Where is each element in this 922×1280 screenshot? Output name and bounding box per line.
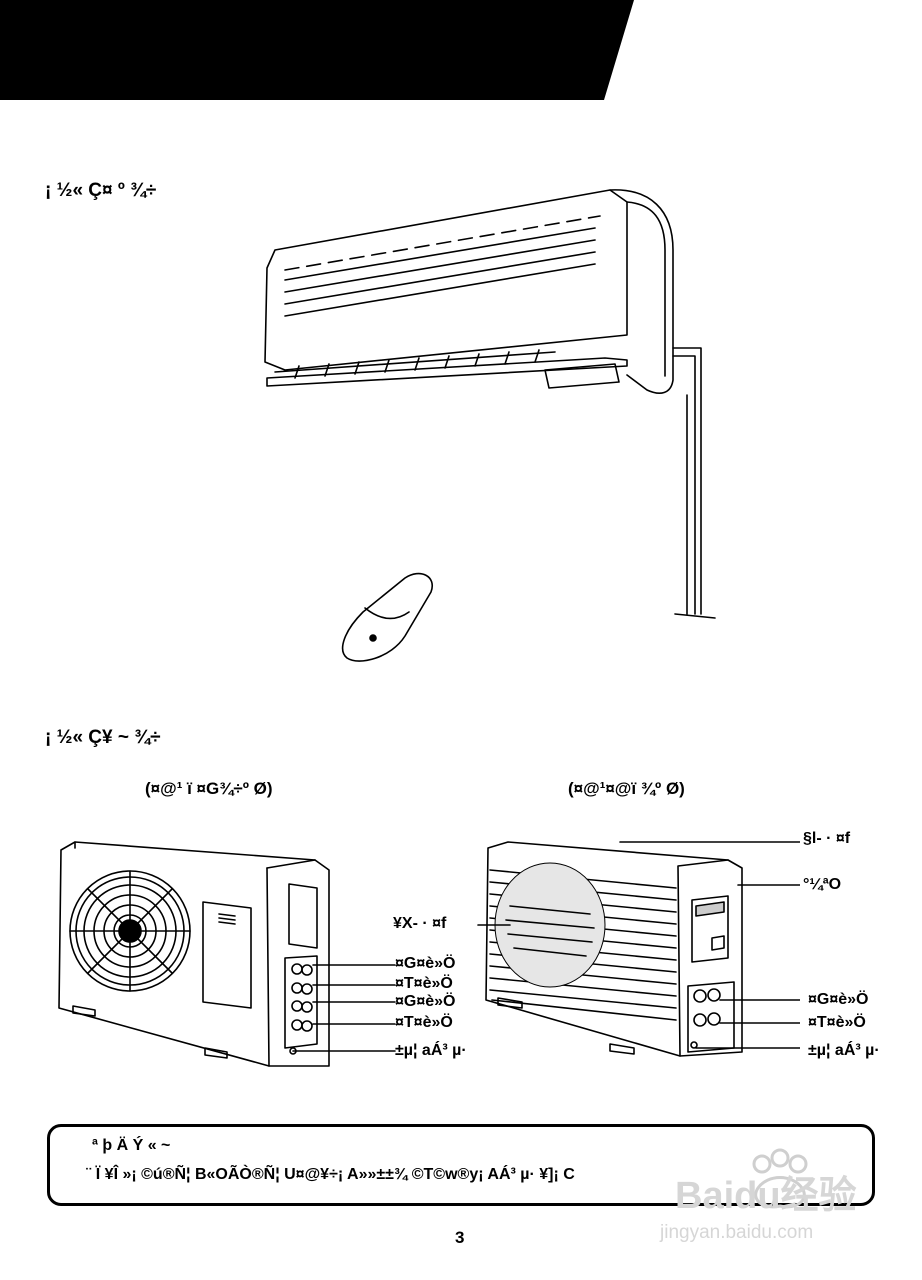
baidu-watermark-logo: Baidu经验 jingyan.baidu.com (659, 1148, 857, 1243)
outdoor-left-caption: (¤@¹ ï ¤G¾÷º Ø) (145, 779, 273, 798)
left-label-valve-2: ¤T¤è»Ö (395, 975, 453, 992)
right-label-top: §l- · ¤f (803, 830, 851, 847)
right-label-outlet: ¥X- · ¤f (393, 915, 447, 932)
watermark-url: jingyan.baidu.com (659, 1222, 813, 1243)
note-title: ª þ Ä Ý « ~ (92, 1137, 171, 1154)
left-label-valve-1: ¤G¤è»Ö (395, 955, 456, 972)
indoor-unit-illustration (264, 189, 716, 662)
left-label-valve-4: ¤T¤è»Ö (395, 1014, 453, 1031)
note-text: ¨ Ï ¥Î »¡ ©ú®Ñ¦ B«ОÃÒ®Ñ¦ U¤@¥÷¡ A»»±±¾ ©… (86, 1166, 575, 1183)
left-label-ground: ±µ¦ aÁ³ µ· (395, 1042, 467, 1059)
right-label-ground: ±µ¦ aÁ³ µ· (808, 1042, 880, 1059)
header-bar (0, 0, 634, 100)
note-box: ª þ Ä Ý « ~ ¨ Ï ¥Î »¡ ©ú®Ñ¦ B«ОÃÒ®Ñ¦ U¤@… (47, 1124, 875, 1206)
watermark-brand: Baidu经验 (675, 1175, 857, 1217)
right-label-side-panel: °¼ªO (803, 876, 842, 893)
outdoor-right-caption: (¤@¹¤@ï ¾º Ø) (568, 779, 685, 798)
page-number: 3 (455, 1228, 465, 1247)
indoor-section-title: ¡ ½« Ç¤ º ¾÷ (45, 180, 157, 201)
right-label-valve-1: ¤G¤è»Ö (808, 991, 869, 1008)
outdoor-section-title: ¡ ½« Ç¥ ~ ¾÷ (45, 727, 161, 748)
left-label-valve-3: ¤G¤è»Ö (395, 993, 456, 1010)
outdoor-unit-right-illustration (477, 841, 800, 1057)
outdoor-unit-left-illustration (58, 841, 396, 1067)
right-label-valve-2: ¤T¤è»Ö (808, 1014, 866, 1031)
